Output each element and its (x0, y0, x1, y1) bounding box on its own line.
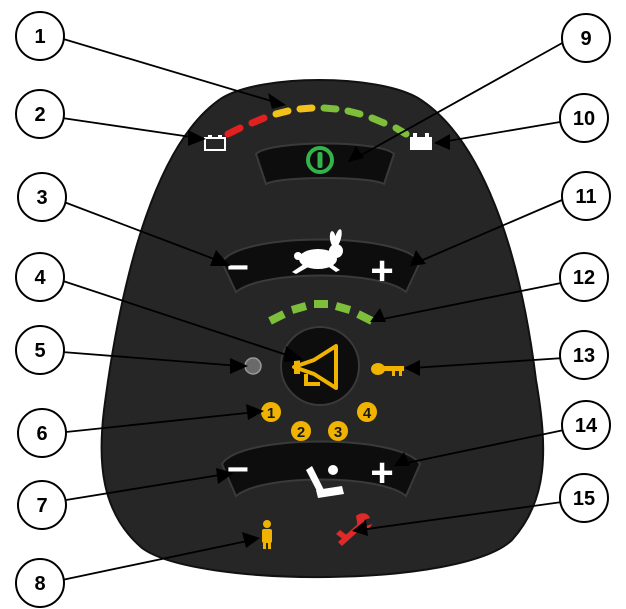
callout-label-7: 7 (36, 495, 47, 517)
callout-label-3: 3 (36, 187, 47, 209)
speed-increase-button[interactable]: + (370, 249, 393, 293)
horn-icon (292, 344, 338, 390)
callout-bubbles (15, 11, 611, 608)
profile-3-label: 3 (334, 424, 342, 441)
callout-12 (559, 252, 609, 302)
callout-8 (15, 558, 65, 608)
profile-2-indicator (291, 421, 311, 441)
profile-1-label: 1 (267, 405, 275, 422)
callout-7 (17, 480, 67, 530)
callout-2 (15, 89, 65, 139)
callout-14 (561, 400, 611, 450)
battery-full-icon (410, 133, 432, 150)
callout-label-12: 12 (573, 267, 595, 289)
callout-label-13: 13 (573, 345, 595, 367)
callout-label-10: 10 (573, 108, 595, 130)
key-icon (371, 363, 404, 376)
battery-segment-5 (320, 104, 340, 113)
callout-3 (17, 172, 67, 222)
battery-segment-7 (368, 114, 388, 127)
profile-3-indicator (328, 421, 348, 441)
callout-label-15: 15 (573, 488, 595, 510)
battery-segment-6 (344, 107, 364, 118)
power-icon (306, 146, 334, 174)
callout-label-8: 8 (34, 573, 45, 595)
seat-icon (306, 465, 344, 498)
battery-segment-4 (296, 104, 316, 113)
attendant-icon (262, 520, 272, 549)
profile-level-gauge (268, 300, 374, 325)
profile-level-segment-1 (268, 310, 286, 325)
callout-15 (559, 473, 609, 523)
seat-decrease-button[interactable]: − (227, 449, 249, 491)
callout-6 (17, 408, 67, 458)
profile-4-label: 4 (363, 405, 372, 422)
callout-4 (15, 252, 65, 302)
callout-1 (15, 11, 65, 61)
speed-decrease-button[interactable]: − (227, 247, 249, 289)
callout-labels: 1 2 3 4 5 6 7 8 9 10 11 12 13 14 15 (34, 26, 598, 595)
callout-5 (15, 325, 65, 375)
battery-empty-icon (204, 135, 226, 151)
profile-indicators: 1 2 3 4 (261, 402, 377, 441)
callout-label-5: 5 (34, 340, 45, 362)
seat-increase-button[interactable]: + (370, 451, 393, 495)
callout-13 (559, 330, 609, 380)
battery-segment-3 (272, 107, 292, 118)
callout-9 (561, 13, 611, 63)
battery-segment-2 (248, 114, 268, 127)
profile-4-indicator (357, 402, 377, 422)
battery-segment-1 (224, 124, 244, 138)
callout-label-2: 2 (34, 104, 45, 126)
callout-label-1: 1 (34, 26, 45, 48)
callout-leader-lines (59, 37, 567, 581)
profile-level-segment-4 (334, 302, 352, 314)
callout-label-4: 4 (34, 267, 46, 289)
callout-label-11: 11 (575, 186, 596, 208)
profile-level-segment-2 (290, 302, 308, 314)
callout-10 (559, 93, 609, 143)
battery-segment-8 (392, 124, 410, 138)
rabbit-icon (292, 229, 343, 274)
battery-gauge (224, 104, 410, 138)
profile-level-segment-5 (356, 310, 374, 325)
callout-arrowheads (188, 93, 450, 548)
profile-2-label: 2 (297, 424, 305, 441)
profile-1-indicator (261, 402, 281, 422)
callout-label-9: 9 (580, 28, 591, 50)
seat-rocker: − + (220, 440, 422, 498)
horn-button[interactable] (280, 326, 360, 406)
callout-label-6: 6 (36, 423, 47, 445)
callout-label-14: 14 (575, 415, 598, 437)
power-button[interactable] (254, 142, 396, 186)
callout-11 (561, 171, 611, 221)
